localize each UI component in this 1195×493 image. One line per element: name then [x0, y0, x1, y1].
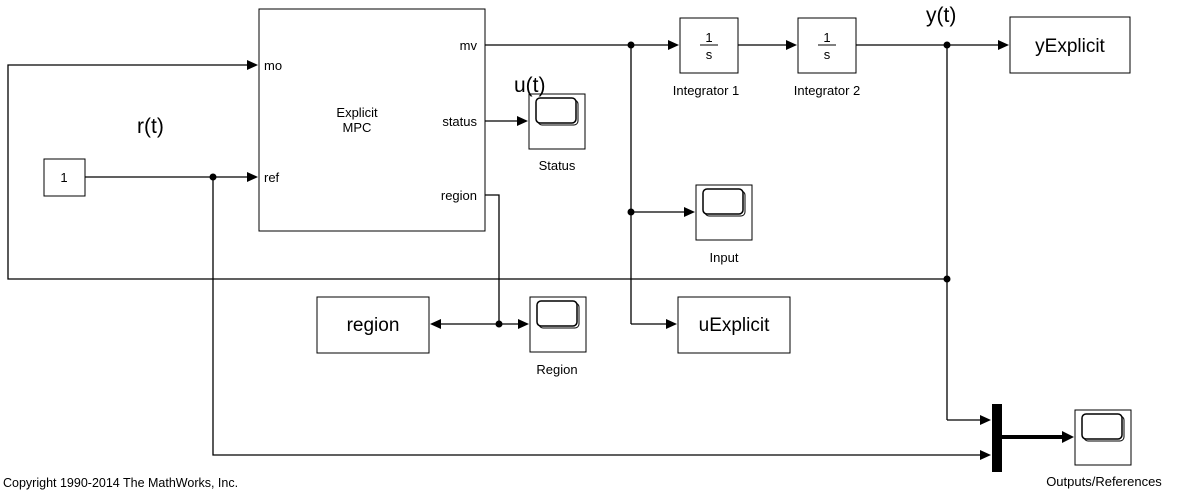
constant-block[interactable]: 1	[43, 158, 86, 197]
mpc-title-line2: MPC	[343, 120, 372, 135]
arrow-region-workspace-in	[430, 319, 441, 329]
signal-label-input: u(t)	[514, 74, 546, 97]
integrator2-denominator: s	[824, 47, 831, 62]
integrator2-label: Integrator 2	[794, 83, 861, 98]
status-scope-label: Status	[539, 158, 576, 173]
mux-block[interactable]	[992, 404, 1002, 472]
signal-label-output: y(t)	[926, 4, 956, 27]
outputs-references-scope[interactable]	[1074, 409, 1132, 466]
arrow-ref-in	[247, 172, 258, 182]
arrow-outputs-scope-in	[1062, 431, 1074, 443]
junction-region	[495, 320, 503, 328]
input-scope[interactable]	[695, 184, 753, 241]
copyright-text: Copyright 1990-2014 The MathWorks, Inc.	[3, 476, 238, 490]
constant-value: 1	[60, 170, 67, 185]
arrow-mux-in2	[980, 450, 991, 460]
integrator1-label: Integrator 1	[673, 83, 740, 98]
region-scope-label: Region	[536, 362, 577, 377]
input-scope-label: Input	[710, 250, 739, 265]
arrow-input-scope-in	[684, 207, 695, 217]
junction-input	[627, 208, 635, 216]
port-mv-label: mv	[460, 38, 478, 53]
integrator1-denominator: s	[706, 47, 713, 62]
arrow-status-scope-in	[517, 116, 528, 126]
yexplicit-label: yExplicit	[1035, 36, 1105, 57]
region-workspace-label: region	[347, 315, 400, 336]
arrow-uexplicit-in	[666, 319, 677, 329]
port-mo-label: mo	[264, 58, 282, 73]
outputs-references-label: Outputs/References	[1046, 474, 1162, 489]
region-scope[interactable]	[529, 296, 587, 353]
integrator1-numerator: 1	[705, 30, 712, 45]
wire-region-out	[485, 194, 500, 324]
integrator2-numerator: 1	[823, 30, 830, 45]
port-ref-label: ref	[264, 170, 280, 185]
integrator2-block[interactable]: 1 s	[797, 17, 857, 74]
explicit-mpc-block[interactable]: mo ref mv status region Explicit MPC	[258, 8, 486, 232]
yexplicit-block[interactable]: yExplicit	[1009, 16, 1131, 74]
uexplicit-label: uExplicit	[699, 315, 770, 336]
wire-feedback-to-mo	[7, 64, 947, 280]
status-scope[interactable]	[528, 93, 586, 150]
mpc-title-line1: Explicit	[336, 105, 378, 120]
signal-label-reference: r(t)	[137, 115, 164, 138]
arrow-region-scope-in	[518, 319, 529, 329]
port-region-label: region	[441, 188, 477, 203]
arrow-mux-in1	[980, 415, 991, 425]
arrow-mo-in	[247, 60, 258, 70]
arrow-yexplicit-in	[998, 40, 1009, 50]
region-workspace-block[interactable]: region	[316, 296, 430, 354]
arrow-integrator1-in	[668, 40, 679, 50]
integrator1-block[interactable]: 1 s	[679, 17, 739, 74]
wire-ref-to-mux	[212, 177, 982, 456]
arrow-integrator2-in	[786, 40, 797, 50]
port-status-label: status	[442, 114, 477, 129]
uexplicit-block[interactable]: uExplicit	[677, 296, 791, 354]
